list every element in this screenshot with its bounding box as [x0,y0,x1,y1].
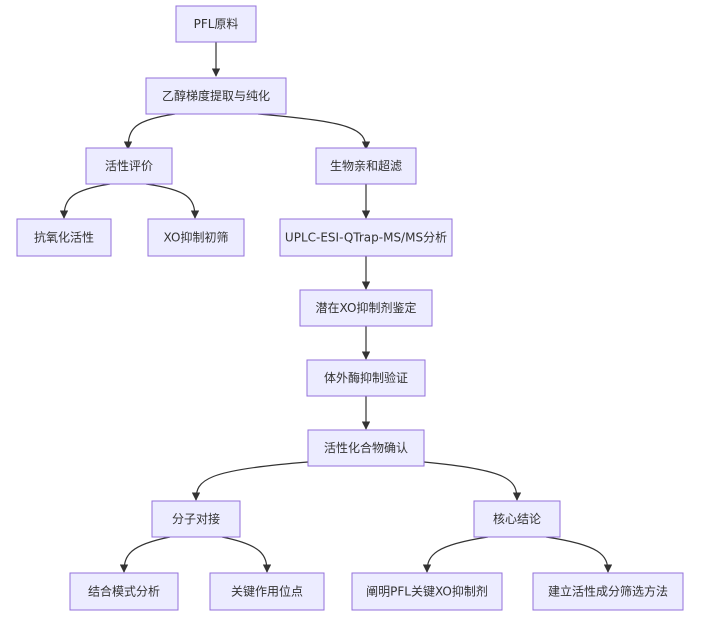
node-key-binding-sites[interactable]: 关键作用位点 [209,572,325,611]
node-label: 关键作用位点 [231,584,303,599]
edge-n12-n16 [545,536,613,573]
node-uplc-analysis[interactable]: UPLC-ESI-QTrap-MS/MS分析 [279,218,453,257]
node-label: 核心结论 [493,512,541,526]
node-label: 抗氧化活性 [34,230,94,245]
node-pfl-xo-inhibitors[interactable]: 阐明PFL关键XO抑制剂 [351,572,503,611]
edge-n3-n6 [145,183,200,219]
node-binding-mode-analysis[interactable]: 结合模式分析 [69,572,179,611]
edge-n2-n4 [257,113,371,150]
node-label: XO抑制初筛 [164,230,229,245]
nodes: PFL原料 乙醇梯度提取与纯化 活性评价 生物亲和超滤 抗氧化活性 XO抑制初筛… [16,5,684,611]
node-active-compound-confirmation[interactable]: 活性化合物确认 [307,429,425,467]
node-antioxidant-activity[interactable]: 抗氧化活性 [16,218,112,257]
node-label: 潜在XO抑制剂鉴定 [316,300,417,315]
node-core-conclusion[interactable]: 核心结论 [473,500,561,538]
node-activity-evaluation[interactable]: 活性评价 [85,147,173,185]
node-label: PFL原料 [194,17,239,31]
edge-n11-n14 [221,536,272,573]
node-label: 分子对接 [172,511,220,526]
edge-n11-n13 [119,536,171,573]
edge-n3-n5 [59,183,111,219]
node-label: 体外酶抑制验证 [324,370,408,385]
node-label: 建立活性成分筛选方法 [548,584,668,599]
node-ethanol-extraction[interactable]: 乙醇梯度提取与纯化 [145,77,287,115]
node-xo-screening[interactable]: XO抑制初筛 [147,218,245,257]
node-label: 活性评价 [105,159,153,173]
node-label: 活性化合物确认 [324,440,408,455]
node-label: 阐明PFL关键XO抑制剂 [366,584,488,599]
node-xo-inhibitor-identification[interactable]: 潜在XO抑制剂鉴定 [299,289,433,327]
node-label: 结合模式分析 [88,584,160,599]
node-molecular-docking[interactable]: 分子对接 [151,500,241,538]
edges [59,42,613,573]
node-pfl-raw-material[interactable]: PFL原料 [175,5,257,43]
node-label: 生物亲和超滤 [330,158,402,173]
node-affinity-ultrafiltration[interactable]: 生物亲和超滤 [315,147,417,185]
node-screening-method[interactable]: 建立活性成分筛选方法 [532,572,684,611]
edge-n10-n12 [423,461,522,501]
node-label: 乙醇梯度提取与纯化 [162,88,270,103]
node-label: UPLC-ESI-QTrap-MS/MS分析 [285,231,447,245]
edge-n2-n3 [123,113,176,150]
edge-n10-n11 [191,461,309,501]
node-in-vitro-validation[interactable]: 体外酶抑制验证 [306,359,426,397]
edge-n12-n15 [422,536,489,573]
